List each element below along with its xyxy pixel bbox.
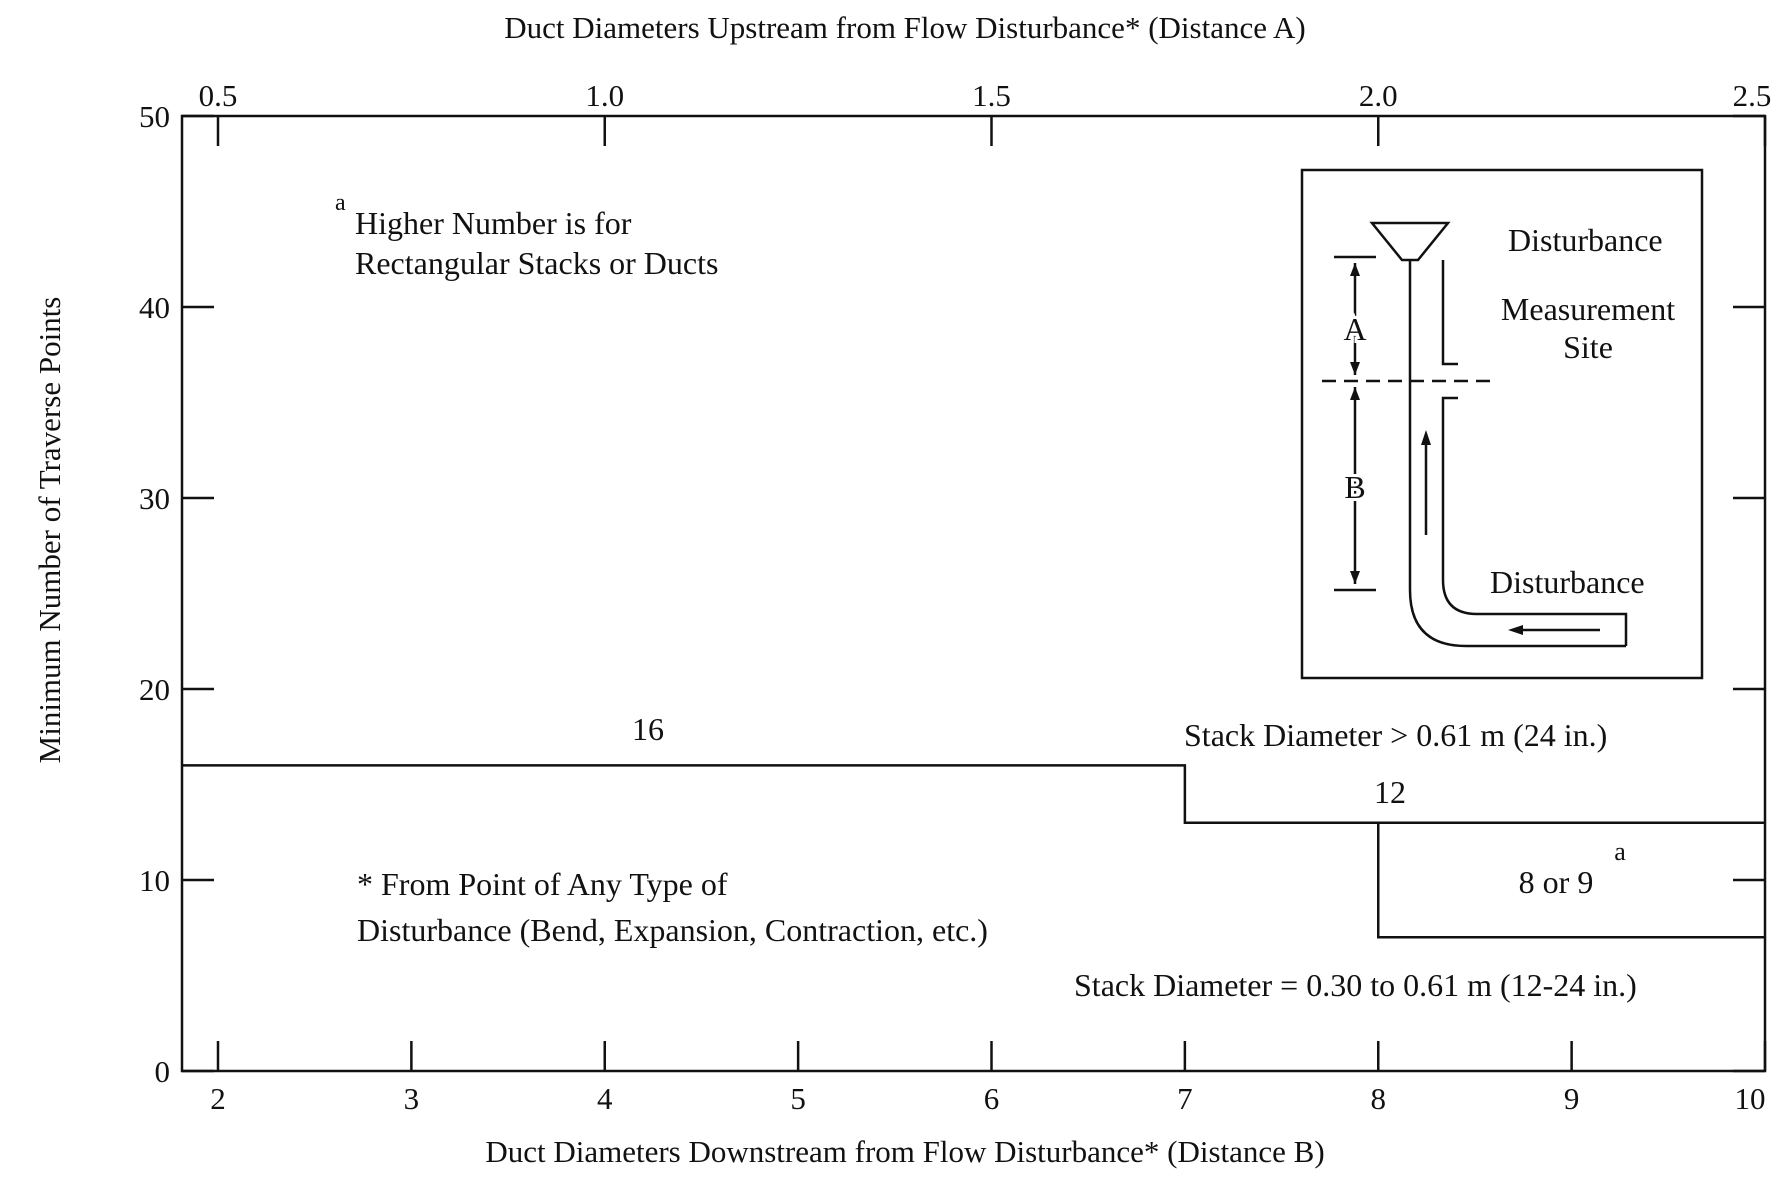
inset-label-a: A xyxy=(1343,311,1366,347)
bottom-tick-label: 3 xyxy=(404,1081,420,1116)
bottom-tick-label: 4 xyxy=(597,1081,613,1116)
stack-right-wall xyxy=(1441,260,1458,366)
top-tick-label: 2.0 xyxy=(1359,78,1398,113)
top-tick-label: 1.5 xyxy=(972,78,1011,113)
dim-b-arrow-up xyxy=(1350,387,1360,400)
axis-ticks: 2 3 4 5 6 7 8 9 10 0.5 1.0 1.5 2.0 2.5 0 10 20 30 40 50 xyxy=(139,78,1771,1116)
bottom-axis-title: Duct Diameters Downstream from Flow Dist… xyxy=(485,1134,1324,1169)
top-tick-label: 2.5 xyxy=(1733,78,1772,113)
y-tick-label: 50 xyxy=(139,99,170,134)
y-tick-label: 0 xyxy=(155,1054,171,1089)
series-line-small-stack xyxy=(1377,822,1765,939)
inset-label-b: B xyxy=(1344,469,1365,505)
label-16: 16 xyxy=(632,711,664,747)
top-tick-label: 0.5 xyxy=(199,78,238,113)
label-8-or-9: 8 or 9 xyxy=(1519,864,1594,900)
y-tick-label: 10 xyxy=(139,863,170,898)
inset-measurement-line2: Site xyxy=(1563,329,1613,365)
flow-arrow-left-head xyxy=(1508,625,1523,635)
stack-left-wall xyxy=(1408,260,1626,648)
plot-frame xyxy=(180,114,1767,1073)
bottom-tick-label: 8 xyxy=(1371,1081,1387,1116)
series-label-small-stack: Stack Diameter = 0.30 to 0.61 m (12-24 i… xyxy=(1074,967,1637,1003)
dim-a-arrow-down xyxy=(1350,362,1360,375)
bottom-tick-label: 7 xyxy=(1177,1081,1193,1116)
funnel-shape xyxy=(1369,221,1451,262)
bottom-tick-label: 2 xyxy=(210,1081,226,1116)
footnote-star-line1: * From Point of Any Type of xyxy=(357,866,728,902)
inset-diagram: A B Disturbance Measurement Site Disturb… xyxy=(1300,168,1704,680)
footnote-star-line2: Disturbance (Bend, Expansion, Contractio… xyxy=(357,912,988,948)
y-tick-label: 40 xyxy=(139,290,170,325)
inset-disturbance-bottom: Disturbance xyxy=(1490,564,1645,600)
y-tick-label: 30 xyxy=(139,481,170,516)
top-tick-label: 1.0 xyxy=(585,78,624,113)
label-8-or-9-superscript: a xyxy=(1614,837,1626,866)
footnote-a-line2: Rectangular Stacks or Ducts xyxy=(355,245,718,281)
label-12: 12 xyxy=(1374,774,1406,810)
inset-disturbance-top: Disturbance xyxy=(1508,222,1663,258)
series-label-large-stack: Stack Diameter > 0.61 m (24 in.) xyxy=(1184,717,1607,753)
stack-right-lower-wall xyxy=(1441,396,1628,646)
series-line-large-stack xyxy=(182,764,1765,824)
inset-measurement-line1: Measurement xyxy=(1501,291,1675,327)
bottom-tick-label: 9 xyxy=(1564,1081,1580,1116)
y-tick-label: 20 xyxy=(139,672,170,707)
flow-arrow-up-head xyxy=(1421,430,1431,445)
top-axis-title: Duct Diameters Upstream from Flow Distur… xyxy=(504,10,1305,45)
footnote-a-line1: Higher Number is for xyxy=(355,205,632,241)
bottom-tick-label: 10 xyxy=(1735,1081,1766,1116)
inset-frame xyxy=(1300,168,1704,680)
data-series xyxy=(182,764,1765,939)
y-axis-title: Minimum Number of Traverse Points xyxy=(32,297,67,764)
dim-a-arrow-up xyxy=(1350,263,1360,276)
bottom-tick-label: 6 xyxy=(984,1081,1000,1116)
footnote-a-mark: a xyxy=(335,190,346,216)
bottom-tick-label: 5 xyxy=(790,1081,806,1116)
dim-b-arrow-down xyxy=(1350,571,1360,584)
